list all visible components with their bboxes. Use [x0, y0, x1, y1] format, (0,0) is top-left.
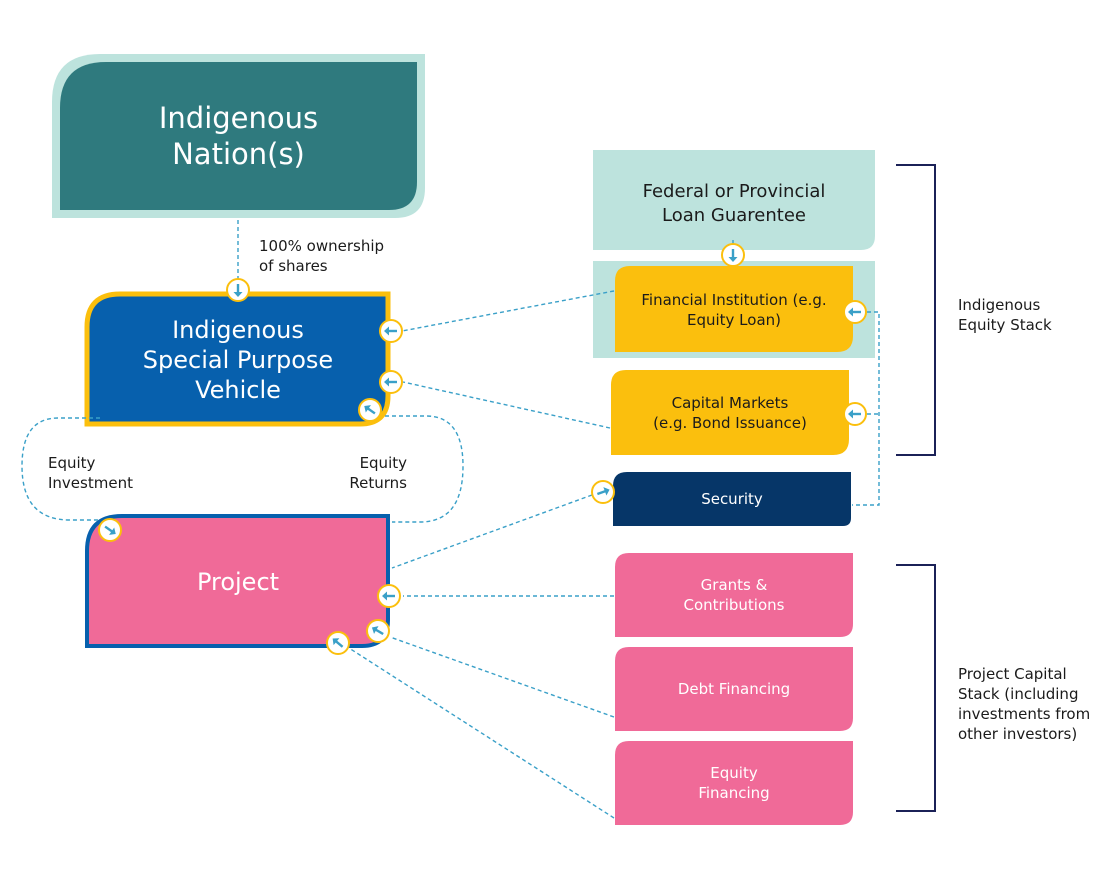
connector-security-bracket [852, 311, 880, 506]
arrow-left-icon [379, 370, 403, 394]
grants-node-shape [615, 553, 853, 637]
arrow-left-icon [843, 402, 867, 426]
connector-equity-investment-loop [21, 417, 100, 521]
connector-lines [21, 220, 880, 819]
financial-institution-node-label: Financial Institution (e.g. Equity Loan) [641, 291, 827, 329]
ownership-label: 100% ownership of shares [259, 237, 385, 275]
equity-returns-label: Equity Returns [349, 454, 407, 492]
connector-debt-project [389, 636, 615, 718]
grants-node-label: Grants & Contributions [683, 576, 785, 614]
equity-financing-node-shape [615, 741, 853, 825]
equity-stack-bracket [896, 164, 936, 456]
capital-markets-node-shape [611, 370, 849, 455]
arrow-left-icon [379, 319, 403, 343]
spv-node-label: Indigenous Special Purpose Vehicle [142, 315, 334, 404]
connector-equity-project [348, 647, 615, 819]
nations-node-label: Indigenous Nation(s) [158, 101, 319, 171]
arrow-left-icon [377, 584, 401, 608]
equity-investment-label: Equity Investment [48, 454, 133, 492]
security-node-shape [613, 472, 851, 526]
debt-node-shape [615, 647, 853, 731]
arrow-upleft-icon [366, 619, 390, 643]
arrow-upright-icon [591, 480, 615, 504]
project-node-label: Project [196, 567, 280, 596]
arrow-downright-icon [98, 518, 122, 542]
equity-stack-label: Indigenous Equity Stack [958, 296, 1052, 334]
arrow-icons [98, 243, 867, 655]
debt-node-label: Debt Financing [677, 680, 791, 698]
arrow-left-icon [843, 300, 867, 324]
brackets [896, 164, 936, 812]
nations-node-shape [60, 62, 417, 210]
financial-institution-node-shape [615, 266, 853, 352]
spv-node-shape [84, 291, 391, 427]
connector-equity-returns-loop [385, 415, 464, 523]
arrow-upleft-icon [358, 398, 382, 422]
capital-stack-bracket [896, 564, 936, 812]
capital-stack-label: Project Capital Stack (including investm… [958, 665, 1091, 743]
connector-cm-spv [402, 381, 611, 429]
guarantee-node-label: Federal or Provincial Loan Guarentee [642, 181, 826, 226]
arrow-upleft-icon [326, 631, 350, 655]
arrow-down-icon [226, 278, 250, 302]
connector-fi-spv [401, 290, 615, 332]
arrow-down-icon [721, 243, 745, 267]
guarantee-node-shape [593, 150, 875, 250]
equity-financing-node-label: Equity Financing [698, 764, 770, 802]
security-node-label: Security [701, 490, 763, 508]
connector-security-project [391, 494, 593, 569]
capital-markets-node-label: Capital Markets (e.g. Bond Issuance) [653, 394, 807, 432]
